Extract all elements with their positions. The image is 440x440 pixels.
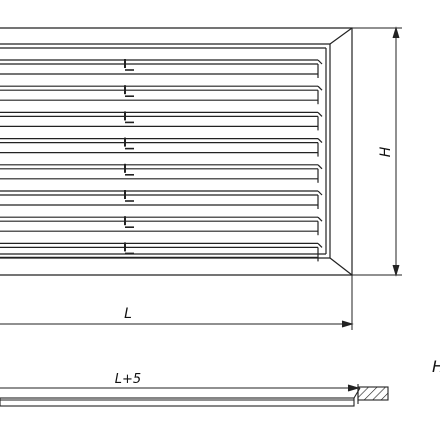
louvre-blades: [0, 59, 323, 262]
louvre-blade: [0, 59, 323, 78]
length-dimension: [0, 275, 354, 330]
louvre-blade: [0, 163, 323, 183]
partial-height-label: H: [432, 357, 440, 376]
length-dimension-label: L: [124, 306, 132, 322]
wall-hatch: [357, 386, 389, 401]
frame-bevel-top: [329, 27, 353, 45]
louvre-blade: [0, 190, 323, 209]
grille-outer-frame: [0, 27, 353, 276]
louvre-blade: [0, 242, 323, 262]
louvre-blade: [0, 216, 323, 236]
height-dimension: [352, 26, 402, 277]
louvre-blade: [0, 137, 323, 157]
height-dimension-label: H: [378, 146, 394, 157]
section-view: [0, 384, 389, 407]
opening-length-label: L+5: [115, 372, 141, 387]
louvre-blade: [0, 85, 323, 105]
louvre-blade: [0, 111, 323, 131]
grille-inner-frame: [0, 43, 331, 259]
frame-bevel-bottom: [329, 257, 353, 276]
grille-front-view: [0, 27, 353, 276]
